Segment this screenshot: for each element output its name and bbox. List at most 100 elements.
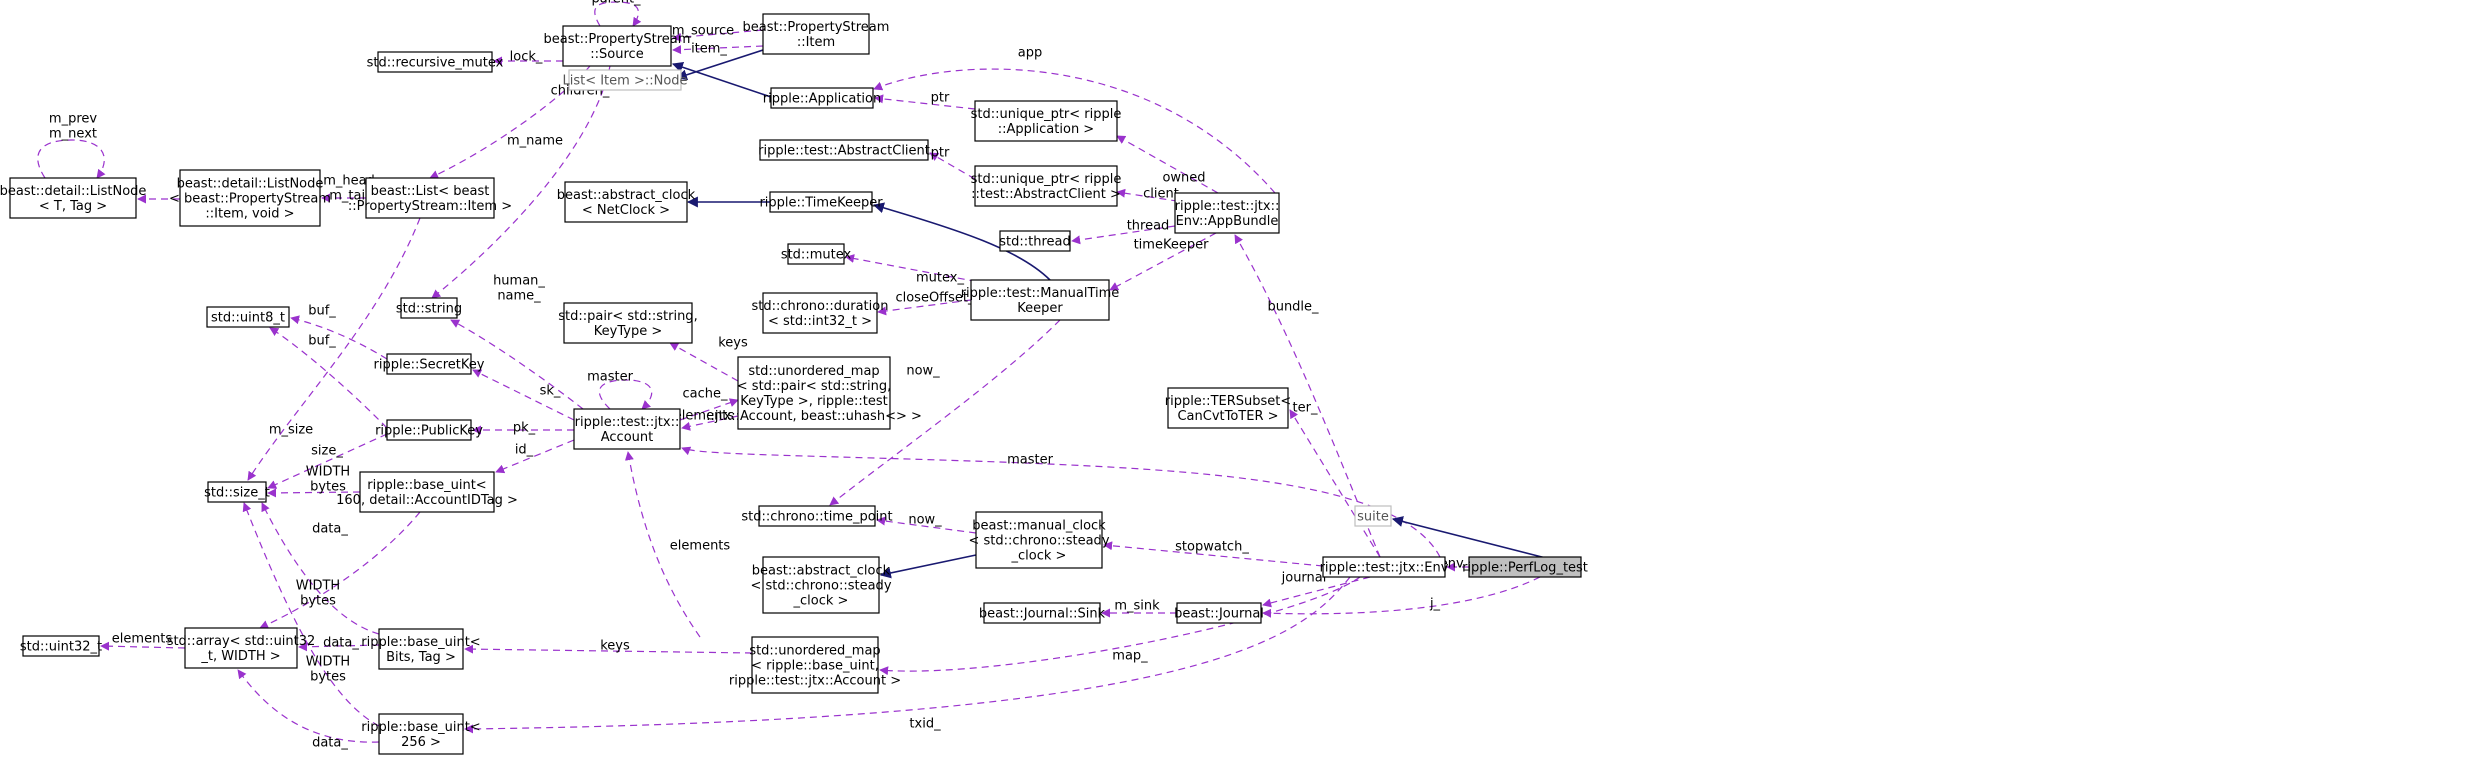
class-box [9,177,137,219]
class-node-unique-client[interactable]: std::unique_ptr< ripple::test::AbstractC… [971,165,1122,207]
class-box [378,713,464,755]
class-name-line: ripple::SecretKey [374,358,485,373]
class-node-env[interactable]: ripple::test::jtx::Env [1320,556,1449,578]
class-name-line: < std::int32_t > [768,314,872,329]
class-box [762,292,878,334]
class-name-line: ripple::base_uint< [361,635,480,650]
class-box [762,556,880,614]
class-node-list-node[interactable]: List< Item >::Node [562,69,688,91]
class-box [359,471,495,513]
class-name-line: ripple::PublicKey [375,424,483,439]
class-box [787,243,845,265]
edge-label-m-sink: m_sink [1114,599,1160,614]
class-name-line: 160, detail::AccountIDTag > [336,493,518,508]
class-node-application[interactable]: ripple::Application [763,87,881,109]
class-node-suite[interactable]: suite [1354,505,1392,527]
class-name-line: std::unique_ptr< ripple [971,172,1122,187]
class-node-listnode-tpl[interactable]: beast::detail::ListNode< T, Tag > [0,177,146,219]
class-node-abstract-clock-nc[interactable]: beast::abstract_clock< NetClock > [557,181,696,223]
usage-edge-width-bytes3 [242,502,380,727]
edge-label-human-name: name_ [497,289,541,304]
class-node-ps-item[interactable]: beast::PropertyStream::Item [743,13,890,55]
class-node-unique-app[interactable]: std::unique_ptr< ripple::Application > [971,100,1122,142]
class-node-account[interactable]: ripple::test::jtx::Account [573,408,681,450]
class-node-size-t[interactable]: std::size_t [204,481,270,503]
edge-label-j: j_ [1429,597,1441,612]
class-node-public-key[interactable]: ripple::PublicKey [375,419,483,441]
inheritance-edge-18 [872,202,1051,281]
class-name-line: ripple::test::jtx::Env [1320,561,1449,576]
edge-label-width-bytes1: WIDTH [306,465,350,480]
class-node-base-uint-256[interactable]: ripple::base_uint<256 > [361,713,481,755]
edge-label-master: master [1007,453,1053,468]
class-node-unordered-map-pair[interactable]: std::unordered_map< std::pair< std::stri… [706,356,922,430]
edge-label-txid: txid_ [909,717,941,732]
class-name-line: _clock > [1011,549,1067,564]
class-node-app-bundle[interactable]: ripple::test::jtx::Env::AppBundle [1174,192,1280,234]
class-name-line: std::array< std::uint32 [167,634,316,649]
class-name-line: ripple::TERSubset< [1165,394,1292,409]
usage-edge-map [879,576,1361,676]
edge-label-width-bytes1: bytes [310,480,346,495]
class-node-unordered-map-base[interactable]: std::unordered_map< ripple::base_uint,ri… [729,636,901,694]
usage-edge-elements-acct [624,451,701,638]
class-name-line: 256 > [401,735,441,750]
class-name-line: < NetClock > [582,203,670,218]
class-node-std-pair[interactable]: std::pair< std::string,KeyType > [558,302,698,344]
class-name-line: beast::manual_clock [972,519,1106,534]
class-box [974,165,1118,207]
edge-label-parent: parent_ [591,0,641,7]
class-node-ps-source[interactable]: beast::PropertyStream::Source [544,25,691,67]
edge-label-env: env_ [1440,557,1471,572]
class-name-line: beast::Journal [1174,607,1264,622]
edge-label-width-bytes3: WIDTH [306,655,350,670]
class-box [983,602,1101,624]
edge-label-ptr-client: ptr [931,146,950,161]
edge-label-m-name: m_name [507,134,563,149]
class-name-line: beast::abstract_clock [752,564,891,579]
edge-label-map: map_ [1112,649,1148,664]
edge-label-now1: now_ [906,364,940,379]
class-name-line: std::unordered_map [749,644,880,659]
usage-edge-owned [1116,135,1219,194]
class-node-std-thread[interactable]: std::thread [999,230,1071,252]
class-node-journal-sink[interactable]: beast::Journal::Sink [979,602,1106,624]
class-node-uint32[interactable]: std::uint32_t [20,635,102,657]
class-node-chrono-time-point[interactable]: std::chrono::time_point [741,505,893,527]
class-box [1468,556,1582,578]
class-node-std-array[interactable]: std::array< std::uint32_t, WIDTH > [167,627,316,669]
class-node-manual-clock[interactable]: beast::manual_clock< std::chrono::steady… [968,511,1110,569]
class-name-line: std::recursive_mutex [367,56,504,71]
class-box [762,13,870,55]
class-node-base-uint-160[interactable]: ripple::base_uint<160, detail::AccountID… [336,471,518,513]
edge-label-elements-map: elements [674,409,735,424]
class-name-line: std::thread [999,235,1071,250]
class-node-secret-key[interactable]: ripple::SecretKey [374,353,485,375]
class-node-uint8[interactable]: std::uint8_t [206,306,290,328]
class-node-listnode-item[interactable]: beast::detail::ListNode< beast::Property… [169,169,331,227]
class-box [365,177,495,219]
usage-edge-elements-map [681,415,739,431]
class-node-base-uint-bits[interactable]: ripple::base_uint<Bits, Tag > [361,628,481,670]
class-node-std-string[interactable]: std::string [396,297,462,319]
class-node-perflog-test[interactable]: ripple::PerfLog_test [1462,556,1588,578]
class-node-chrono-duration[interactable]: std::chrono::duration< std::int32_t > [752,292,889,334]
class-node-recursive-mutex[interactable]: std::recursive_mutex [367,51,504,73]
edge-label-size: size_ [311,444,343,459]
class-node-journal[interactable]: beast::Journal [1174,602,1264,624]
class-node-ter-subset[interactable]: ripple::TERSubset<CanCvtToTER > [1165,387,1292,429]
class-node-abstract-clock-steady[interactable]: beast::abstract_clock< std::chrono::stea… [750,556,892,614]
usage-edge-now2 [876,516,977,534]
class-box [1176,602,1262,624]
class-name-line: ::Item [797,35,835,50]
class-node-timekeeper[interactable]: ripple::TimeKeeper [759,191,883,213]
edge-label-cache: cache_ [683,387,728,402]
usage-edge-id [495,439,575,474]
class-node-std-mutex[interactable]: std::mutex [781,243,852,265]
class-node-abstract-client[interactable]: ripple::test::AbstractClient [758,139,930,161]
class-node-list-item[interactable]: beast::List< beast::PropertyStream::Item… [348,177,512,219]
edge-label-ter: ter_ [1293,401,1318,416]
edge-label-journal: journal [1281,571,1327,586]
class-box [769,191,873,213]
